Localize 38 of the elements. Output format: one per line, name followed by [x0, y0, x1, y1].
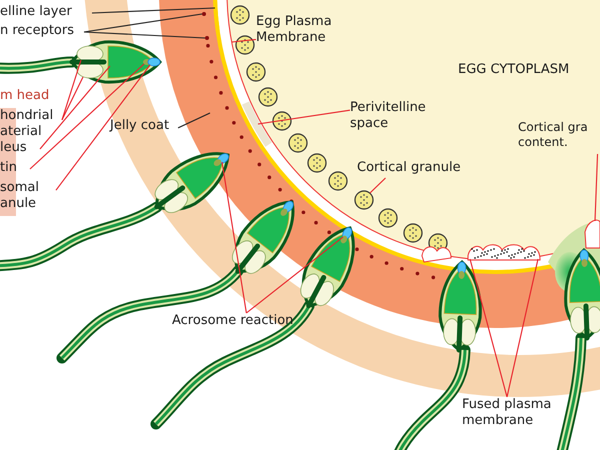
part-label: Perivitelline space	[350, 100, 438, 132]
leader-line	[84, 31, 206, 39]
mitochondrion	[76, 46, 104, 62]
vitelline-membrane	[213, 0, 220, 32]
part-label: somal anule	[0, 180, 56, 212]
leader-line	[506, 258, 539, 398]
leader-line	[40, 66, 110, 150]
part-label: Jelly coat	[110, 118, 184, 134]
part-label: elline layer	[0, 4, 92, 20]
section-heading: m head	[0, 88, 50, 104]
receptor-dot	[202, 12, 206, 16]
granule-icon	[354, 190, 374, 210]
part-label: Cortical gra content.	[518, 120, 600, 150]
leader-line	[84, 13, 202, 33]
leader-line	[30, 64, 144, 170]
part-label: Egg Plasma Membrane	[256, 14, 342, 46]
leader-line	[56, 64, 150, 191]
part-label: tin	[0, 160, 30, 176]
leader-line	[594, 154, 598, 222]
leader-line	[221, 162, 247, 314]
nucleus-shape	[108, 46, 152, 78]
part-label: n receptors	[0, 23, 84, 40]
leader-line	[232, 38, 256, 43]
part-label: Fused plasma membrane	[462, 397, 552, 430]
leader-line	[258, 110, 350, 125]
leader-line	[61, 60, 82, 120]
leader-line	[92, 7, 216, 14]
part-label: Cortical granule	[357, 160, 471, 176]
mitochondrion	[76, 62, 104, 78]
region-label: EGG CYTOPLASM	[458, 62, 570, 78]
part-label: Acrosome reaction	[172, 313, 296, 330]
part-label: leus	[0, 140, 40, 156]
leader-line	[178, 112, 210, 128]
leader-line	[370, 178, 386, 194]
perivitelline-space	[242, 101, 272, 147]
leader-line	[62, 76, 84, 120]
leader-line	[246, 236, 344, 314]
receptor-dot	[205, 36, 209, 40]
